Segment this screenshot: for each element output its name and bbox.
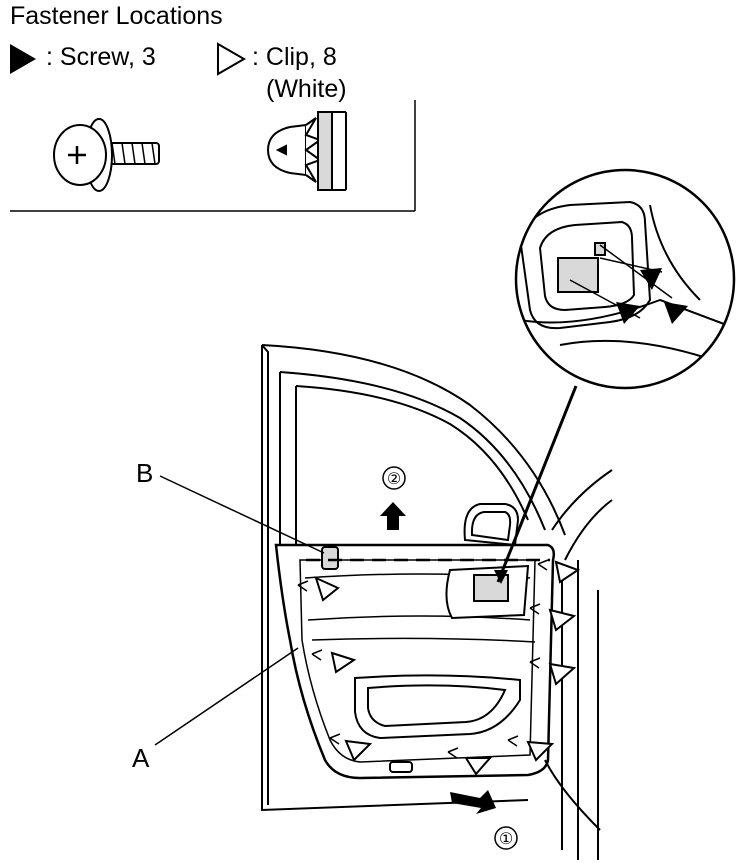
removal-arrow-out [450, 790, 496, 814]
door-frame [261, 344, 566, 812]
screw-marker [494, 570, 508, 584]
step-2-label: ② [387, 469, 401, 488]
clip-marker [529, 657, 577, 686]
diagram-title: Fastener Locations [10, 2, 223, 30]
clip-marker [507, 735, 555, 762]
step-1-label: ① [499, 829, 513, 848]
legend-screw-label: : Screw, 3 [46, 43, 156, 71]
step-circle-1 [494, 826, 518, 850]
clip-marker [297, 576, 340, 602]
clip-marker [447, 747, 493, 776]
side-mirror [463, 503, 520, 547]
screw-illustration [53, 118, 160, 192]
zoom-leader-line [496, 385, 578, 583]
removal-arrow-up [380, 502, 406, 530]
screw-marker [664, 302, 688, 324]
legend-clip-label: : Clip, 8 [252, 43, 337, 71]
step-circle-2 [382, 466, 406, 490]
outline-triangle-icon [217, 42, 247, 76]
legend-box [10, 100, 416, 212]
body-pillar [544, 469, 613, 860]
callout-leaders [154, 475, 325, 746]
armrest-pocket [354, 674, 521, 773]
clip-markers [297, 559, 581, 776]
clip-marker [329, 733, 373, 762]
zoom-detail [514, 168, 736, 390]
screw-marker [640, 268, 662, 290]
filled-triangle-icon [10, 44, 36, 74]
clip-marker [311, 649, 357, 674]
callout-label-a: A [132, 743, 150, 773]
callout-label-b: B [136, 458, 154, 488]
clip-marker [529, 603, 577, 632]
clip-illustration [266, 111, 347, 191]
clip-marker [537, 559, 581, 584]
screw-marker [616, 302, 640, 324]
legend-clip-color-note: (White) [266, 75, 347, 103]
mirror-trim-fastener-b [321, 546, 339, 570]
inner-handle-recess [445, 564, 530, 620]
